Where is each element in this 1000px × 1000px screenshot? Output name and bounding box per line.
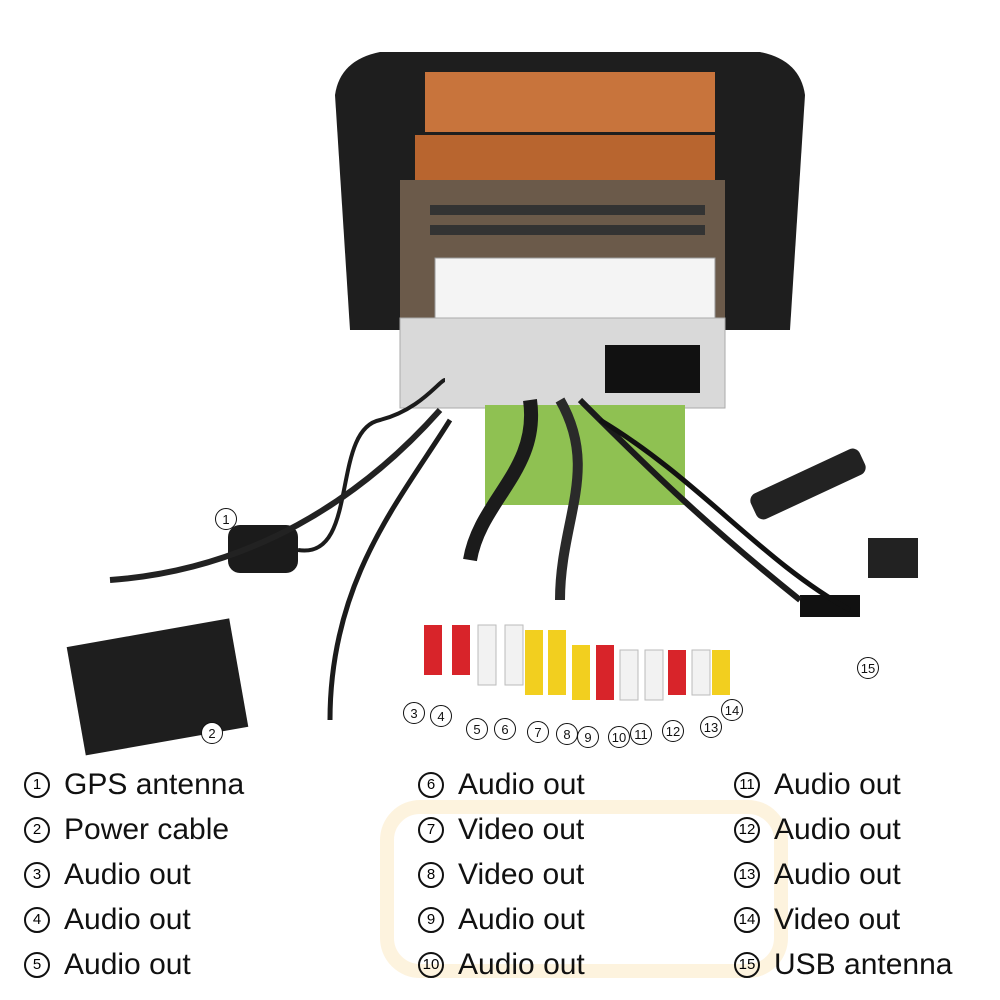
legend-label: Audio out [64,947,191,981]
legend-number: 15 [734,951,760,978]
legend-item: 11 Audio out [734,762,952,807]
legend-number: 14 [734,906,760,933]
legend-label: GPS antenna [64,767,245,801]
legend-number: 3 [24,861,50,888]
product-photo [66,52,918,756]
legend-label: Audio out [774,812,901,846]
callout-2: 2 [201,722,223,744]
legend-item: 13 Audio out [734,852,952,897]
legend-number: 1 [24,771,50,798]
legend-number: 4 [24,906,50,933]
legend-number: 9 [418,906,444,933]
legend-label: Audio out [64,857,191,891]
legend-item: 7 Video out [418,807,585,852]
legend-label: USB antenna [774,947,953,981]
legend-item: 10 Audio out [418,942,585,987]
legend-number: 2 [24,816,50,843]
usb-antenna [750,448,866,520]
legend-label: Audio out [64,902,191,936]
callout-14: 14 [721,699,743,721]
callout-7: 7 [527,721,549,743]
copper-heatsink-top [425,72,715,132]
callout-1: 1 [215,508,237,530]
main-connector [605,345,700,393]
legend-item: 15 USB antenna [734,942,952,987]
legend-item: 14 Video out [734,897,952,942]
callout-15: 15 [857,657,879,679]
legend-label: Audio out [458,767,585,801]
copper-heatsink-bottom [415,135,715,185]
legend-label: Video out [458,857,585,891]
legend-number: 11 [734,771,760,798]
legend-label: Audio out [774,767,901,801]
legend-item: 2 Power cable [24,807,244,852]
callout-11: 11 [630,723,652,745]
legend-item: 1 GPS antenna [24,762,244,807]
decoder-box [66,618,249,756]
callout-5: 5 [466,718,488,740]
legend-item: 3 Audio out [24,852,244,897]
callout-9: 9 [577,726,599,748]
rca-plugs [424,624,730,701]
legend-item: 4 Audio out [24,897,244,942]
callout-8: 8 [556,723,578,745]
legend-label: Power cable [64,812,230,846]
legend-label: Audio out [458,902,585,936]
callout-3: 3 [403,702,425,724]
legend-label: Video out [774,902,901,936]
legend-number: 13 [734,861,760,888]
legend-number: 12 [734,816,760,843]
legend-item: 12 Audio out [734,807,952,852]
callout-13: 13 [700,716,722,738]
watermark-logo [380,800,788,978]
legend-label: Video out [458,812,585,846]
callout-4: 4 [430,705,452,727]
usb-plug [800,595,860,617]
legend-item: 5 Audio out [24,942,244,987]
legend-number: 8 [418,861,444,888]
callout-6: 6 [494,718,516,740]
callout-12: 12 [662,720,684,742]
legend-label: Audio out [458,947,585,981]
legend-item: 6 Audio out [418,762,585,807]
wiring-label [434,257,716,319]
legend-label: Audio out [774,857,901,891]
callout-10: 10 [608,726,630,748]
legend-number: 7 [418,816,444,843]
legend-number: 5 [24,951,50,978]
legend-item: 9 Audio out [418,897,585,942]
legend-item: 8 Video out [418,852,585,897]
legend-number: 6 [418,771,444,798]
legend-number: 10 [418,951,444,978]
